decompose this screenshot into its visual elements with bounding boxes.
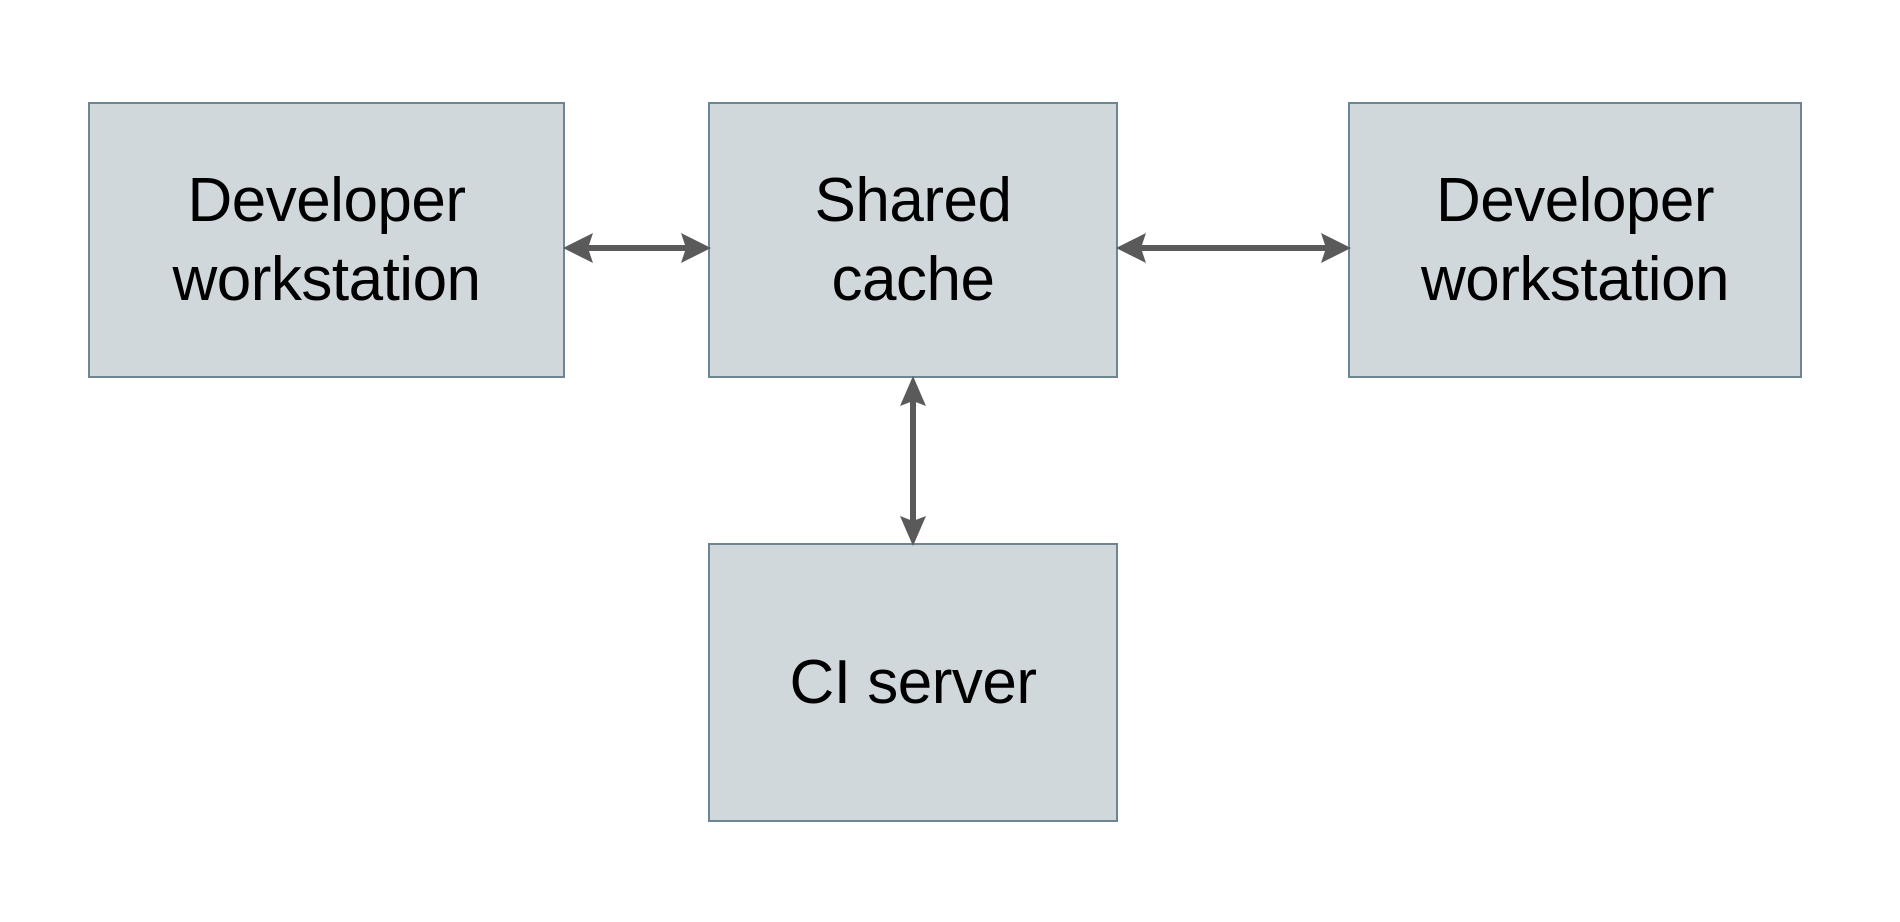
arrowhead-down-icon bbox=[900, 516, 926, 546]
node-label: Developer workstation bbox=[172, 165, 481, 314]
arrowhead-left-icon bbox=[563, 233, 593, 263]
connector-shared-cache-to-ci-server[interactable] bbox=[887, 376, 939, 546]
arrowhead-right-icon bbox=[681, 233, 711, 263]
connector-dev-left-to-shared-cache[interactable] bbox=[563, 222, 711, 274]
node-developer-workstation-left[interactable]: Developer workstation bbox=[88, 102, 565, 378]
node-developer-workstation-right[interactable]: Developer workstation bbox=[1348, 102, 1802, 378]
node-label: CI server bbox=[789, 647, 1037, 717]
arrowhead-up-icon bbox=[900, 376, 926, 406]
connector-shared-cache-to-dev-right[interactable] bbox=[1116, 222, 1351, 274]
arrowhead-left-icon bbox=[1116, 233, 1146, 263]
node-shared-cache[interactable]: Shared cache bbox=[708, 102, 1118, 378]
node-label: Shared cache bbox=[814, 165, 1012, 314]
node-ci-server[interactable]: CI server bbox=[708, 543, 1118, 822]
node-label: Developer workstation bbox=[1420, 165, 1730, 314]
arrowhead-right-icon bbox=[1321, 233, 1351, 263]
